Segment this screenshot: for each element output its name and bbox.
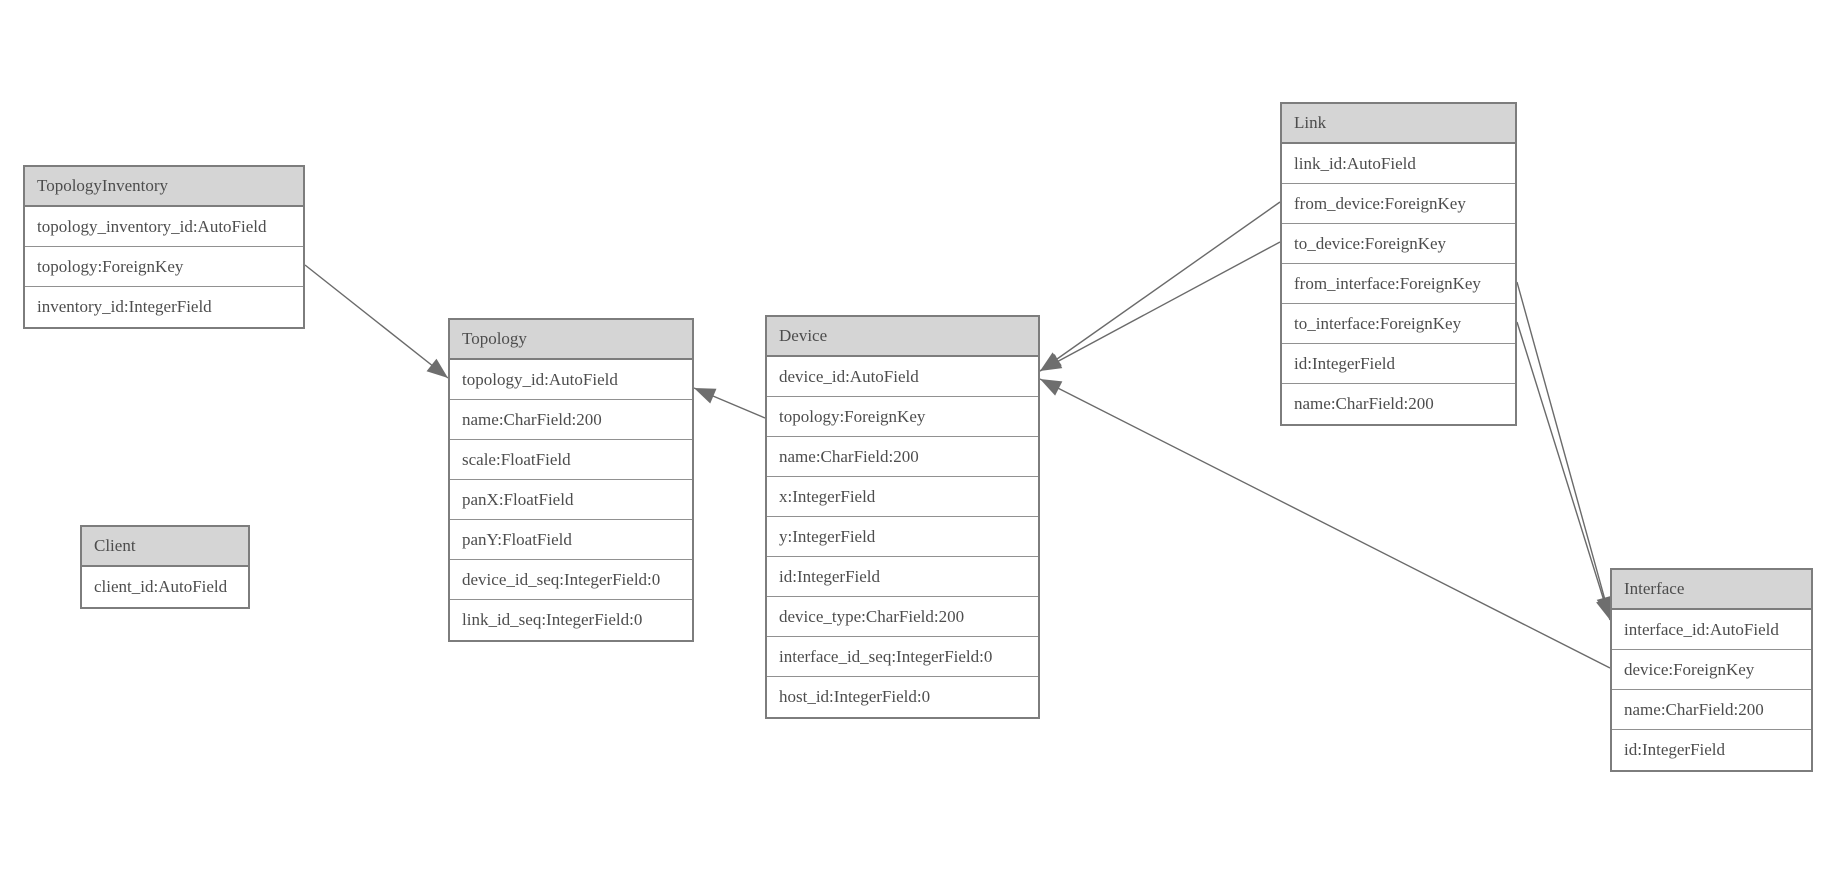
field-row: topology_id:AutoField [450, 360, 692, 400]
field-row: link_id:AutoField [1282, 144, 1515, 184]
field-row: panY:FloatField [450, 520, 692, 560]
field-row: host_id:IntegerField:0 [767, 677, 1038, 717]
field-row: name:CharField:200 [450, 400, 692, 440]
entity-title: Topology [450, 320, 692, 360]
field-row: interface_id:AutoField [1612, 610, 1811, 650]
field-row: link_id_seq:IntegerField:0 [450, 600, 692, 640]
field-row: id:IntegerField [1282, 344, 1515, 384]
field-row: device:ForeignKey [1612, 650, 1811, 690]
field-row: panX:FloatField [450, 480, 692, 520]
entity-title: TopologyInventory [25, 167, 303, 207]
field-row: client_id:AutoField [82, 567, 248, 607]
field-row: topology_inventory_id:AutoField [25, 207, 303, 247]
relation-edge-link-from_interface [1516, 281, 1613, 619]
entity-title: Client [82, 527, 248, 567]
relation-edge-topologyinventory-topology [304, 264, 449, 379]
field-row: name:CharField:200 [1282, 384, 1515, 424]
entity-title: Interface [1612, 570, 1811, 610]
entity-title: Device [767, 317, 1038, 357]
field-row: topology:ForeignKey [25, 247, 303, 287]
relation-edge-link-to_device [1039, 241, 1281, 372]
entity-title: Link [1282, 104, 1515, 144]
field-row: topology:ForeignKey [767, 397, 1038, 437]
field-row: from_interface:ForeignKey [1282, 264, 1515, 304]
field-row: id:IntegerField [1612, 730, 1811, 770]
field-row: name:CharField:200 [1612, 690, 1811, 730]
relation-edge-link-from_device [1039, 201, 1281, 372]
field-row: inventory_id:IntegerField [25, 287, 303, 327]
field-row: to_interface:ForeignKey [1282, 304, 1515, 344]
field-row: x:IntegerField [767, 477, 1038, 517]
field-row: interface_id_seq:IntegerField:0 [767, 637, 1038, 677]
field-row: from_device:ForeignKey [1282, 184, 1515, 224]
field-row: device_id:AutoField [767, 357, 1038, 397]
field-row: name:CharField:200 [767, 437, 1038, 477]
field-row: id:IntegerField [767, 557, 1038, 597]
relation-edge-device-topology [693, 387, 766, 419]
field-row: device_id_seq:IntegerField:0 [450, 560, 692, 600]
relation-edge-link-to_interface [1516, 321, 1612, 621]
field-row: scale:FloatField [450, 440, 692, 480]
field-row: to_device:ForeignKey [1282, 224, 1515, 264]
field-row: device_type:CharField:200 [767, 597, 1038, 637]
field-row: y:IntegerField [767, 517, 1038, 557]
